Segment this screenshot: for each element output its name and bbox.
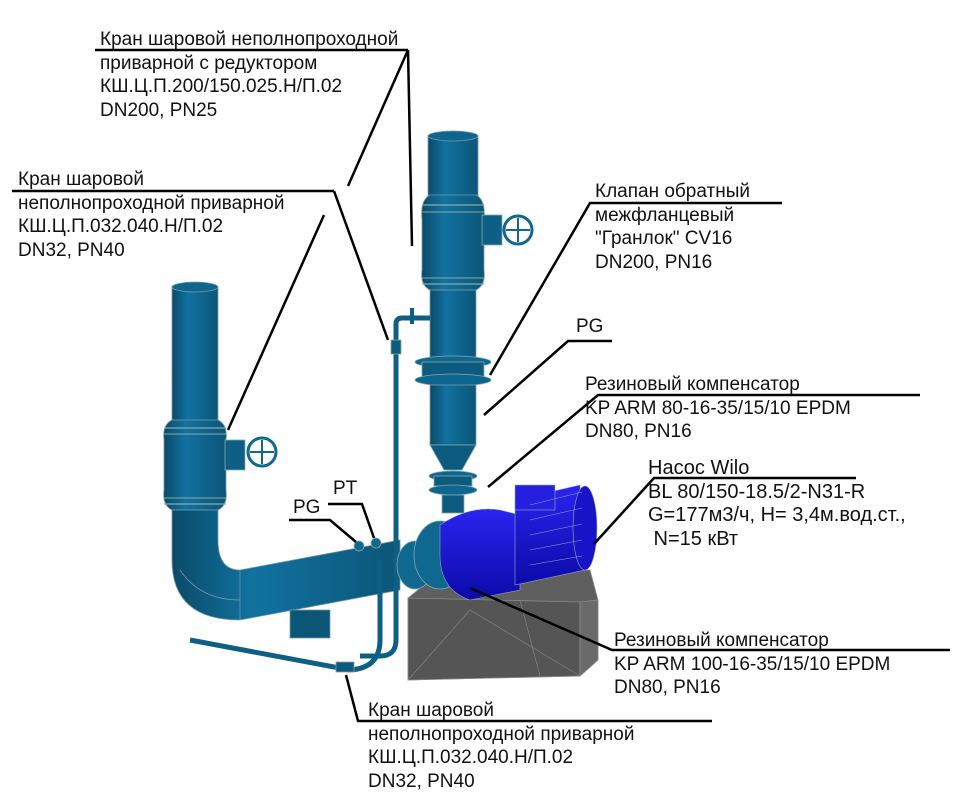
- callout-line: КШ.Ц.П.200/150.025.Н/П.02: [100, 76, 343, 97]
- leader-pt-left: [328, 502, 376, 539]
- callout-pump: Насос Wilo BL 80/150-18.5/2-N31-R G=177м…: [648, 457, 906, 551]
- callout-line: Кран шаровой неполнопроходной: [100, 29, 399, 50]
- leader-dn32-bottom: [344, 674, 712, 723]
- callout-ball-valve-dn32-top: Кран шаровой неполнопроходной приварной …: [18, 168, 284, 262]
- callout-line: Резиновый компенсатор: [614, 630, 829, 651]
- callout-line: приварной с редуктором: [100, 52, 318, 74]
- callout-check-valve: Клапан обратный межфланцевый "Гранлок" C…: [595, 180, 750, 274]
- callout-ball-valve-dn32-bottom: Кран шаровой неполнопроходной приварной …: [368, 699, 634, 793]
- leader-pg-top: [483, 339, 612, 416]
- callout-line: DN80, PN16: [585, 421, 692, 442]
- callout-line: Насос Wilo: [648, 457, 750, 479]
- callout-line: DN200, PN25: [100, 99, 218, 121]
- callout-pg-left: PG: [293, 497, 321, 518]
- callout-pt-left: PT: [333, 478, 358, 499]
- leader-dn32-top-a: [332, 190, 390, 341]
- callout-line: KP ARM 80-16-35/15/10 EPDM: [585, 397, 851, 419]
- gauges-left: [353, 537, 382, 552]
- callout-line: Резиновый компенсатор: [585, 374, 800, 395]
- leader-compensator-80: [487, 393, 920, 488]
- callout-compensator-100: Резиновый компенсатор KP ARM 100-16-35/1…: [614, 629, 890, 700]
- callout-line: Клапан обратный: [595, 181, 750, 202]
- handwheel-right: [481, 214, 534, 246]
- callout-line: Кран шаровой: [368, 700, 494, 721]
- callout-compensator-80: Резиновый компенсатор KP ARM 80-16-35/15…: [585, 373, 851, 444]
- leader-check-valve: [488, 201, 782, 376]
- callout-line: КШ.Ц.П.032.040.Н/П.02: [368, 747, 574, 768]
- leader-compensator-100: [469, 586, 950, 652]
- callout-line: "Гранлок" CV16: [595, 228, 733, 249]
- callout-line: Кран шаровой: [18, 169, 144, 190]
- callout-line: КШ.Ц.П.032.040.Н/П.02: [18, 216, 224, 237]
- callout-line: неполнопроходной приварной: [18, 192, 285, 214]
- pump-wilo: [396, 484, 598, 601]
- leader-ball-valve-dn200-a: [346, 49, 410, 187]
- suction-pipe-left: [163, 281, 401, 639]
- callout-line: G=177м3/ч, H= 3,4м.вод.ст.,: [648, 504, 906, 526]
- leader-lines: [12, 48, 950, 723]
- callout-line: межфланцевый: [595, 204, 735, 226]
- callout-line: BL 80/150-18.5/2-N31-R: [648, 480, 866, 503]
- bypass-line-dn32: [189, 308, 430, 673]
- callout-line: N=15 кВт: [648, 527, 739, 550]
- callout-pg-top: PG: [576, 316, 604, 337]
- callout-line: KP ARM 100-16-35/15/10 EPDM: [614, 653, 891, 675]
- callout-line: неполнопроходной приварной: [368, 723, 635, 745]
- callout-line: DN32, PN40: [18, 239, 125, 261]
- discharge-pipe-right: [414, 130, 492, 514]
- leader-dn32-top-b: [226, 214, 326, 431]
- leader-ball-valve-dn200-b: [406, 49, 414, 247]
- callout-line: DN32, PN40: [368, 770, 475, 792]
- leader-pump: [593, 476, 856, 545]
- handwheel-left: [224, 436, 278, 471]
- leader-pg-left: [289, 518, 357, 543]
- callout-ball-valve-dn200: Кран шаровой неполнопроходной приварной …: [100, 28, 398, 122]
- callout-line: DN80, PN16: [614, 677, 721, 698]
- callout-line: DN200, PN16: [595, 251, 713, 273]
